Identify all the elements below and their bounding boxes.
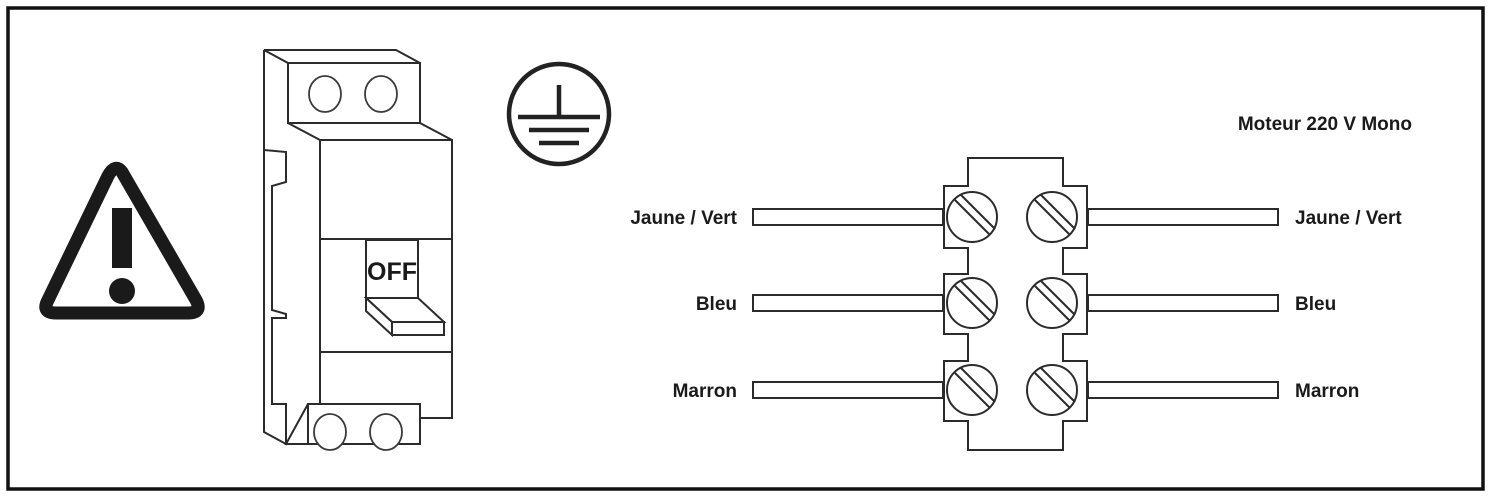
breaker-off-label: OFF [367,258,417,286]
wire-right-3 [1087,381,1279,399]
terminal-screw-1-right [1026,191,1078,243]
wire-label-right-3: Marron [1295,381,1359,402]
wire-group-left [752,208,944,399]
breaker-bottom-terminal-hole-2 [369,413,403,451]
motor-title-label: Moteur 220 V Mono [1238,114,1412,135]
wire-label-right-2: Bleu [1295,294,1336,315]
wire-group-right [1087,208,1279,399]
terminal-block-icon [943,157,1088,451]
wire-left-1 [752,208,944,226]
terminal-screw-2-left [946,277,998,329]
breaker-off-face [365,239,419,299]
wire-left-2 [752,294,944,312]
circuit-breaker-icon: OFF [263,49,453,451]
breaker-bottom-terminal-hole-1 [313,413,347,451]
wire-label-left-2: Bleu [696,294,737,315]
exclamation-dot [109,278,135,304]
breaker-top-terminal-hole-1 [308,75,342,113]
terminal-screw-3-right [1026,364,1078,416]
protective-earth-icon [506,61,612,167]
exclamation-stem [112,208,132,268]
wire-right-2 [1087,294,1279,312]
wire-right-1 [1087,208,1279,226]
warning-triangle-icon [39,161,205,320]
earth-outer-circle [506,61,612,167]
wire-left-3 [752,381,944,399]
terminal-screw-1-left [946,191,998,243]
wire-label-left-1: Jaune / Vert [630,208,737,229]
diagram-frame-border [6,6,1485,491]
terminal-screw-2-right [1026,277,1078,329]
terminal-screw-3-left [946,364,998,416]
breaker-toggle-lever-front [391,321,445,336]
breaker-top-terminal-hole-2 [364,75,398,113]
wire-label-right-1: Jaune / Vert [1295,208,1402,229]
wire-label-left-3: Marron [673,381,737,402]
